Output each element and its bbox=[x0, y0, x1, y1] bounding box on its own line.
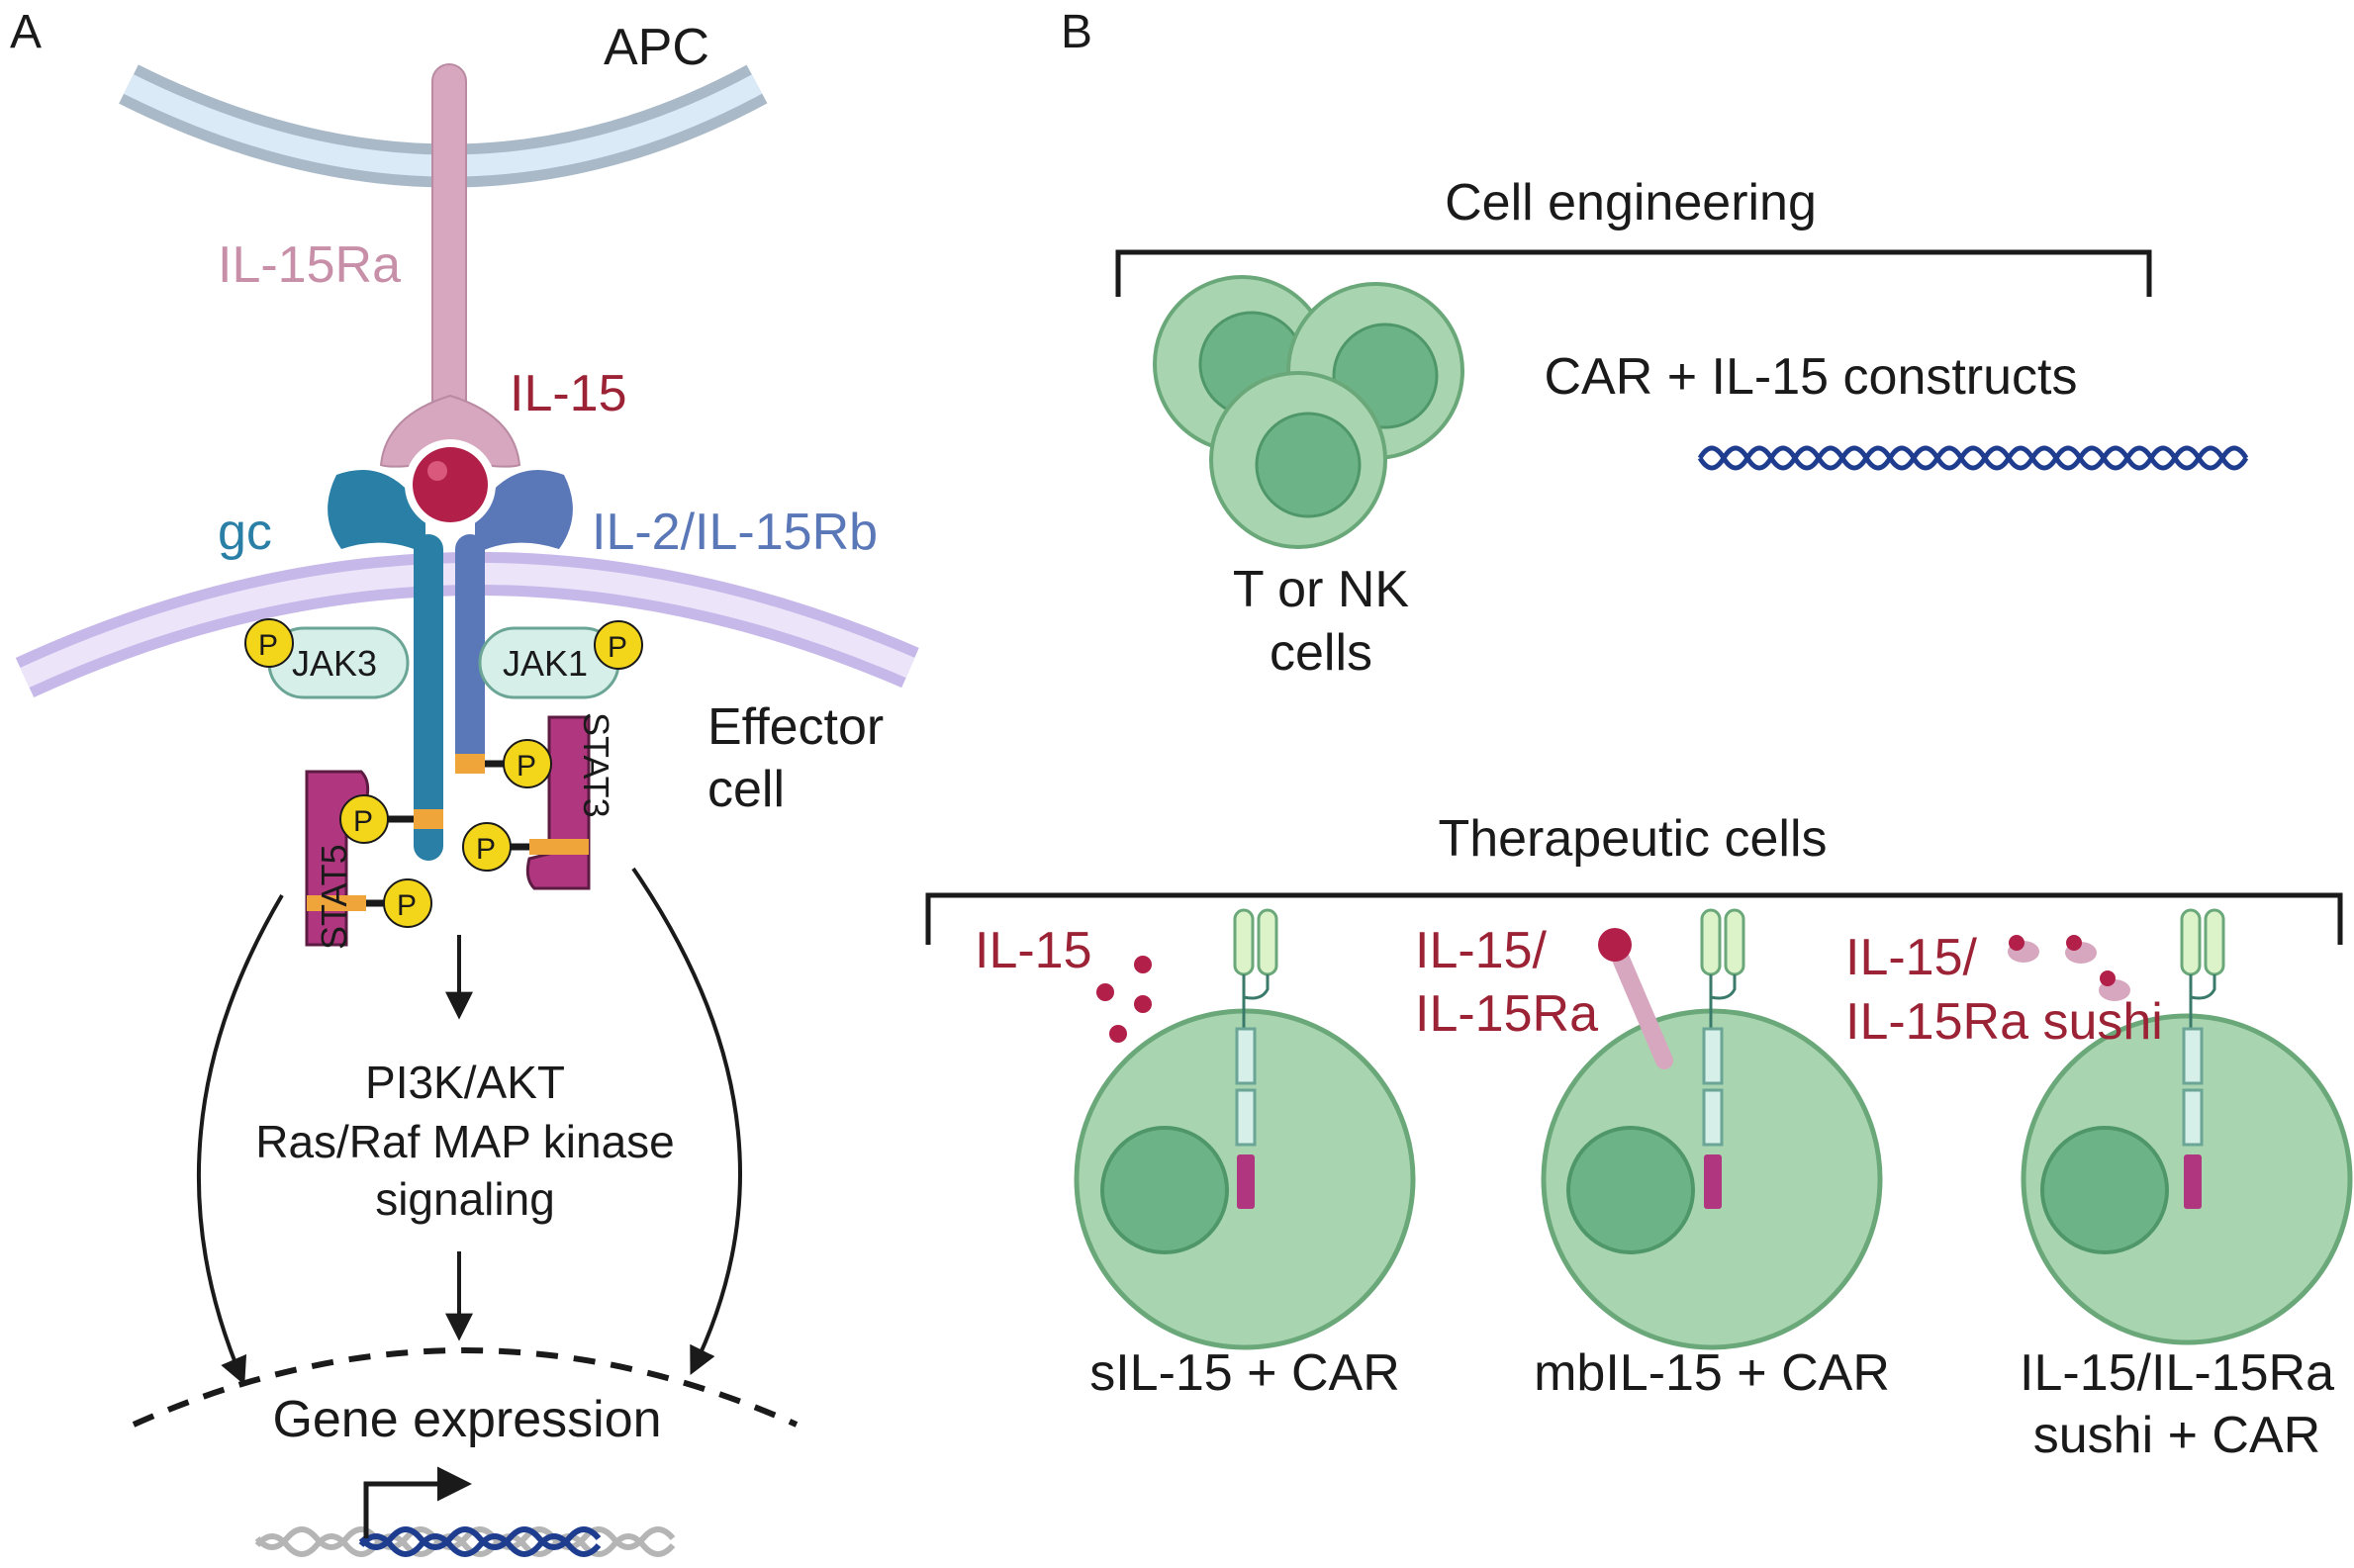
effector-label-1: Effector bbox=[707, 698, 884, 756]
cells-label-2: cells bbox=[1270, 624, 1372, 682]
apc-label: APC bbox=[604, 19, 709, 76]
gene-expression-label: Gene expression bbox=[272, 1391, 661, 1448]
therapeutic-cells-title: Therapeutic cells bbox=[1438, 810, 1827, 868]
phospho-jak1: P bbox=[594, 620, 643, 670]
panel-b-label: B bbox=[1061, 6, 1092, 58]
svg-text:P: P bbox=[608, 631, 627, 664]
arrow-stat3-gene bbox=[631, 867, 742, 1376]
svg-text:P: P bbox=[258, 629, 278, 662]
il15-sushi-complexes bbox=[2008, 935, 2130, 1001]
gc-chain bbox=[328, 470, 443, 861]
svg-text:STAT3: STAT3 bbox=[576, 712, 616, 818]
car-construct-1 bbox=[1233, 908, 1278, 1209]
svg-text:P: P bbox=[353, 805, 373, 838]
caption-sushi-car-2: sushi + CAR bbox=[2033, 1407, 2320, 1464]
therapeutic-bracket bbox=[925, 892, 2343, 945]
car-construct-2 bbox=[1700, 908, 1745, 1209]
car-construct-3 bbox=[2180, 908, 2225, 1209]
arrow-stat5-gene bbox=[196, 893, 284, 1386]
il15rb-chain bbox=[455, 470, 573, 772]
label-il15-il15ra-1: IL-15/ bbox=[1415, 922, 1548, 979]
signaling-line-3: signaling bbox=[375, 1173, 555, 1225]
stat3: STAT3 bbox=[525, 712, 616, 890]
svg-text:P: P bbox=[397, 889, 417, 922]
soluble-il15 bbox=[1096, 956, 1152, 1043]
membrane-bound-il15 bbox=[1598, 928, 1673, 1069]
dna-gene-icon bbox=[254, 1466, 676, 1557]
label-il15-il15ra-2: IL-15Ra bbox=[1415, 985, 1598, 1043]
phospho-jak3: P bbox=[244, 618, 294, 668]
signaling-line-1: PI3K/AKT bbox=[365, 1057, 565, 1108]
label-il15-sushi-2: IL-15Ra sushi bbox=[1845, 993, 2163, 1051]
svg-text:JAK1: JAK1 bbox=[503, 643, 588, 684]
cells-label-1: T or NK bbox=[1233, 561, 1410, 618]
stat3-phospho-link: P P bbox=[455, 739, 552, 872]
il15-label: IL-15 bbox=[510, 365, 627, 422]
cell-engineering-title: Cell engineering bbox=[1445, 174, 1817, 231]
svg-text:STAT5: STAT5 bbox=[314, 844, 354, 950]
svg-text:JAK3: JAK3 bbox=[292, 643, 377, 684]
il15ra-receptor bbox=[379, 63, 521, 468]
il15rb-label: IL-2/IL-15Rb bbox=[592, 504, 878, 561]
jak3: JAK3 bbox=[267, 626, 410, 699]
nuclear-membrane bbox=[132, 1347, 799, 1428]
caption-sushi-car-1: IL-15/IL-15Ra bbox=[2020, 1344, 2334, 1402]
svg-text:P: P bbox=[517, 750, 536, 783]
jak1: JAK1 bbox=[478, 626, 620, 699]
dna-icon bbox=[1697, 445, 2249, 471]
label-il15: IL-15 bbox=[975, 922, 1092, 979]
gc-label: gc bbox=[218, 504, 272, 561]
label-il15-sushi-1: IL-15/ bbox=[1845, 929, 1978, 986]
svg-text:P: P bbox=[476, 833, 496, 866]
il15ra-label: IL-15Ra bbox=[218, 236, 401, 294]
construct-label: CAR + IL-15 constructs bbox=[1545, 348, 2078, 406]
stat5: STAT5 bbox=[305, 770, 370, 950]
stat5-phospho-link: P P bbox=[339, 794, 443, 928]
caption-mbil15-car: mbIL-15 + CAR bbox=[1534, 1344, 1890, 1402]
effector-label-2: cell bbox=[707, 761, 785, 818]
panel-a-label: A bbox=[10, 6, 42, 58]
cell-cluster bbox=[1153, 275, 1464, 549]
il15-cytokine bbox=[405, 439, 496, 530]
cell-engineering-bracket bbox=[1115, 249, 2152, 297]
caption-sil15-car: sIL-15 + CAR bbox=[1089, 1344, 1400, 1402]
signaling-line-2: Ras/Raf MAP kinase bbox=[255, 1116, 675, 1167]
